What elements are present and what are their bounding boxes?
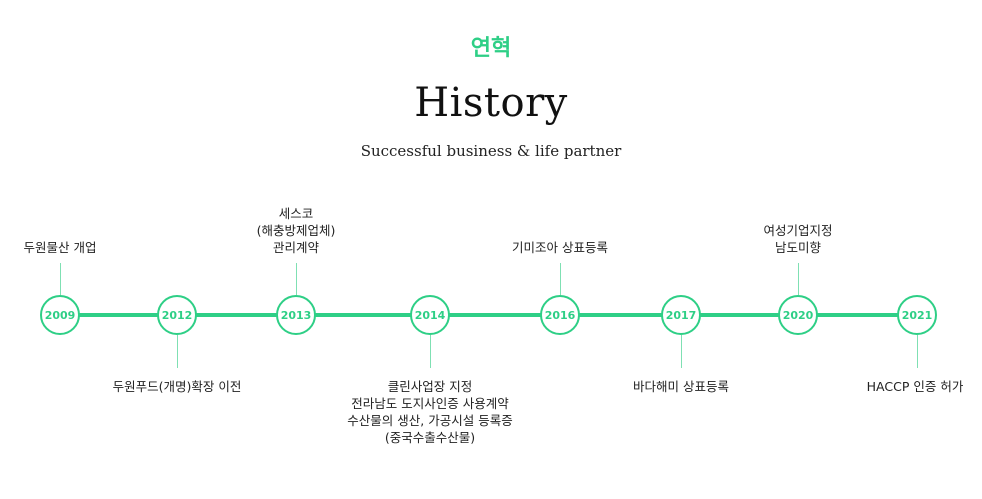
timeline-label: 여성기업지정 남도미향 [678,222,918,256]
timeline-label-line: 관리계약 [272,240,319,255]
timeline-stem [177,335,178,368]
timeline-stem [798,263,799,295]
year-node: 2017 [661,295,701,335]
year-node: 2021 [897,295,937,335]
timeline-label-line: 여성기업지정 [763,223,833,238]
timeline-label: HACCP 인증 허가 [805,378,982,395]
year-node: 2016 [540,295,580,335]
timeline-label-line: 수산물의 생산, 가공시설 등록증 [347,413,513,428]
timeline-label-line: HACCP 인증 허가 [866,379,964,394]
section-title-korean: 연혁 [470,36,512,61]
timeline-label-line: 두원물산 개업 [23,240,97,255]
timeline-label-line: 기미조아 상표등록 [512,240,608,255]
timeline-label: 두원물산 개업 [0,239,180,256]
year-node: 2020 [778,295,818,335]
year-node: 2014 [410,295,450,335]
section-title-english: History [414,80,568,126]
timeline-label: 클린사업장 지정 전라남도 도지사인증 사용계약 수산물의 생산, 가공시설 등… [310,378,550,446]
timeline-label-line: 두원푸드(개명)확장 이전 [112,379,242,394]
timeline-label-line: 남도미향 [774,240,821,255]
timeline-label-line: 전라남도 도지사인증 사용계약 [351,396,509,411]
timeline-stem [430,335,431,368]
timeline-label-line: (해충방제업체) [256,223,336,238]
timeline-label: 세스코 (해충방제업체) 관리계약 [176,205,416,256]
timeline-label-line: 클린사업장 지정 [387,379,473,394]
year-node: 2012 [157,295,197,335]
timeline-stem [560,263,561,295]
timeline-label-line: (중국수출수산물) [384,430,476,445]
year-node: 2013 [276,295,316,335]
timeline-stem [917,335,918,368]
year-node: 2009 [40,295,80,335]
section-tagline: Successful business & life partner [360,142,622,160]
timeline-label-line: 세스코 [278,206,314,221]
timeline-label: 기미조아 상표등록 [440,239,680,256]
timeline-label-line: 바다해미 상표등록 [633,379,729,394]
timeline-stem [296,263,297,295]
timeline-label: 바다해미 상표등록 [561,378,801,395]
timeline-track [58,313,918,317]
timeline-stem [60,263,61,295]
timeline-stem [681,335,682,368]
timeline-label: 두원푸드(개명)확장 이전 [57,378,297,395]
